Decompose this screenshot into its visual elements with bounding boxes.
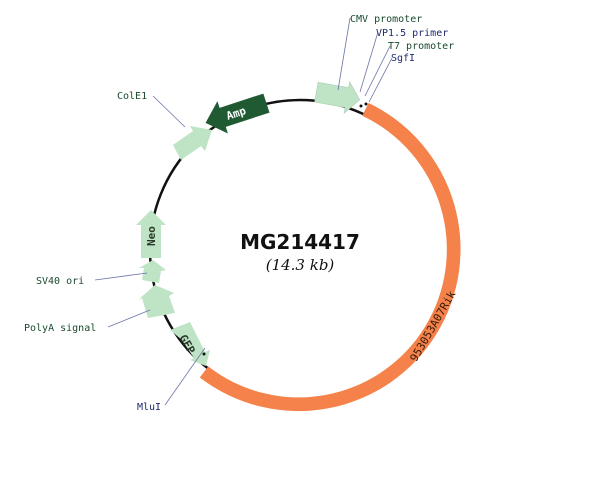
vp15-primer-label: VP1.5 primer bbox=[376, 28, 448, 39]
neo-feature[interactable]: Neo bbox=[136, 210, 166, 258]
vp15-leader bbox=[359, 31, 379, 93]
amp-feature[interactable]: Amp bbox=[200, 87, 271, 139]
t7-promoter-label: T7 promoter bbox=[388, 41, 454, 52]
t7-marker bbox=[359, 104, 363, 108]
sgfi-marker bbox=[364, 102, 368, 106]
amp-label: Amp bbox=[225, 104, 248, 123]
sgfi-leader bbox=[368, 57, 393, 103]
cole1-feature[interactable] bbox=[173, 126, 212, 160]
sgfi-label: SgfI bbox=[391, 53, 415, 64]
t7-leader bbox=[364, 45, 391, 97]
insert-arc[interactable] bbox=[199, 103, 461, 412]
cole1-label: ColE1 bbox=[117, 91, 147, 102]
sv40-ori-label: SV40 ori bbox=[36, 276, 84, 287]
cmv-promoter-label: CMV promoter bbox=[350, 14, 422, 25]
mlui-label: MluI bbox=[137, 402, 161, 413]
cole1-leader bbox=[152, 95, 186, 128]
sv40-ori-feature[interactable] bbox=[139, 260, 166, 283]
plasmid-name: MG214417 bbox=[240, 230, 360, 254]
cmv-promoter-feature[interactable] bbox=[314, 76, 363, 115]
insert-label: 953053A07Rik bbox=[407, 288, 458, 364]
sv40-leader bbox=[94, 272, 148, 281]
mlui-leader bbox=[164, 347, 206, 406]
polya-leader bbox=[107, 309, 151, 328]
gfp-feature[interactable]: GFP bbox=[170, 322, 210, 366]
polya-signal-feature[interactable] bbox=[138, 285, 175, 318]
polya-signal-label: PolyA signal bbox=[24, 323, 96, 334]
cmv-leader bbox=[337, 17, 351, 91]
plasmid-size: (14.3 kb) bbox=[266, 256, 335, 274]
mlui-marker bbox=[202, 352, 206, 356]
neo-label: Neo bbox=[145, 226, 158, 246]
